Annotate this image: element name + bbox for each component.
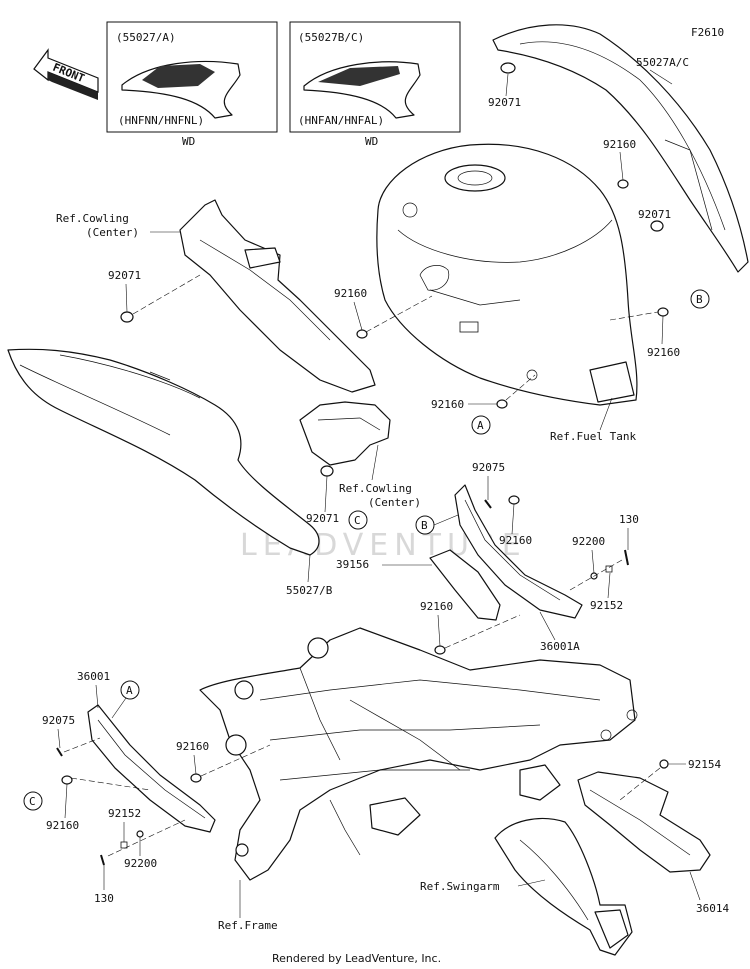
grommet-92160-l bbox=[61, 775, 73, 785]
label-92152-r: 92152 bbox=[590, 599, 623, 612]
callout-b-mid-text: B bbox=[421, 519, 428, 532]
label-92075-l: 92075 bbox=[42, 714, 75, 727]
callout-a-left bbox=[120, 680, 140, 700]
fuel-tank bbox=[376, 143, 638, 406]
grommet-92160-frame bbox=[190, 773, 202, 783]
label-92160-r2: 92160 bbox=[420, 600, 453, 613]
clip-92154 bbox=[659, 759, 669, 769]
label-92200-r: 92200 bbox=[572, 535, 605, 548]
label-ref-fuel-tank: Ref.Fuel Tank bbox=[550, 430, 636, 443]
label-36001: 36001 bbox=[77, 670, 110, 683]
frame-cover-36001a bbox=[454, 484, 583, 619]
label-ref-cowling-mid-center: (Center) bbox=[368, 496, 421, 509]
grommet-92071-top bbox=[500, 62, 516, 74]
cushion-39156 bbox=[429, 549, 501, 621]
inset-right-note: WD bbox=[365, 135, 378, 148]
footer-credit: Rendered by LeadVenture, Inc. bbox=[272, 952, 441, 965]
label-92071-left: 92071 bbox=[108, 269, 141, 282]
callout-c-mid-text: C bbox=[354, 514, 361, 527]
grommet-92160-tankl bbox=[356, 329, 368, 339]
bolt-130-l bbox=[100, 854, 105, 866]
swingarm bbox=[494, 817, 633, 956]
main-frame bbox=[199, 627, 638, 881]
callout-b-top bbox=[690, 289, 710, 309]
label-92160-l: 92160 bbox=[46, 819, 79, 832]
grommet-92160-r1 bbox=[508, 495, 520, 505]
callout-c-left bbox=[23, 791, 43, 811]
label-92071-tankr: 92071 bbox=[638, 208, 671, 221]
side-cover-right-upper bbox=[492, 24, 749, 273]
bolt-130-r bbox=[624, 549, 629, 566]
washer-92200-l bbox=[136, 830, 144, 838]
label-55027b: 55027/B bbox=[286, 584, 333, 597]
inset-right-part: (55027B/C) bbox=[298, 31, 364, 44]
label-36001a: 36001A bbox=[540, 640, 580, 653]
collar-92152-r bbox=[605, 565, 613, 573]
bolt-92075-l bbox=[56, 747, 63, 757]
label-ref-cowling-top-center: (Center) bbox=[86, 226, 139, 239]
label-92160-r1: 92160 bbox=[499, 534, 532, 547]
side-cover-left bbox=[7, 348, 320, 556]
callout-a-left-text: A bbox=[126, 684, 133, 697]
label-92071-top: 92071 bbox=[488, 96, 521, 109]
grommet-92160-tankr bbox=[617, 179, 629, 189]
label-92160-frame: 92160 bbox=[176, 740, 209, 753]
swingarm-cover-36014 bbox=[577, 771, 711, 873]
bolt-92075-r bbox=[484, 499, 492, 509]
grommet-92071-mid bbox=[320, 465, 334, 477]
grommet-92071-left bbox=[120, 311, 134, 323]
grommet-92160-a bbox=[496, 399, 508, 409]
callout-a-top-text: A bbox=[477, 419, 484, 432]
cowling-center-bracket bbox=[179, 199, 376, 393]
inset-left-note: WD bbox=[182, 135, 195, 148]
label-39156: 39156 bbox=[336, 558, 369, 571]
label-92075-r: 92075 bbox=[472, 461, 505, 474]
inset-right-codes: (HNFAN/HNFAL) bbox=[298, 114, 384, 127]
label-ref-swingarm: Ref.Swingarm bbox=[420, 880, 500, 893]
front-arrow-icon: FRONT bbox=[33, 48, 99, 100]
inset-left: (55027/A) (HNFNN/HNFNL) WD bbox=[106, 21, 278, 148]
cowling-center-mid bbox=[299, 401, 391, 466]
label-130-r: 130 bbox=[619, 513, 639, 526]
collar-92152-l bbox=[120, 841, 128, 849]
label-92154: 92154 bbox=[688, 758, 721, 771]
label-92160-a: 92160 bbox=[431, 398, 464, 411]
callout-b-top-text: B bbox=[696, 293, 703, 306]
label-92160-tankl: 92160 bbox=[334, 287, 367, 300]
label-92160-tankr: 92160 bbox=[603, 138, 636, 151]
figure-id: F2610 bbox=[691, 26, 724, 39]
label-92071-mid: 92071 bbox=[306, 512, 339, 525]
grommet-92160-r2 bbox=[434, 645, 446, 655]
inset-left-codes: (HNFNN/HNFNL) bbox=[118, 114, 204, 127]
callout-a-top bbox=[471, 415, 491, 435]
label-92200-l: 92200 bbox=[124, 857, 157, 870]
label-36014: 36014 bbox=[696, 902, 729, 915]
label-92152-l: 92152 bbox=[108, 807, 141, 820]
frame-cover-36001 bbox=[87, 704, 216, 833]
label-ref-frame: Ref.Frame bbox=[218, 919, 278, 932]
inset-left-part: (55027/A) bbox=[116, 31, 176, 44]
label-92160-b: 92160 bbox=[647, 346, 680, 359]
label-130-l: 130 bbox=[94, 892, 114, 905]
inset-right: (55027B/C) (HNFAN/HNFAL) WD bbox=[289, 21, 461, 148]
grommet-92160-b bbox=[657, 307, 669, 317]
label-ref-cowling-mid: Ref.Cowling bbox=[339, 482, 412, 495]
label-ref-cowling-top: Ref.Cowling bbox=[56, 212, 129, 225]
callout-c-mid bbox=[348, 510, 368, 530]
callout-c-left-text: C bbox=[29, 795, 36, 808]
label-55027ac: 55027A/C bbox=[636, 56, 689, 69]
grommet-92071-tankr bbox=[650, 220, 664, 232]
